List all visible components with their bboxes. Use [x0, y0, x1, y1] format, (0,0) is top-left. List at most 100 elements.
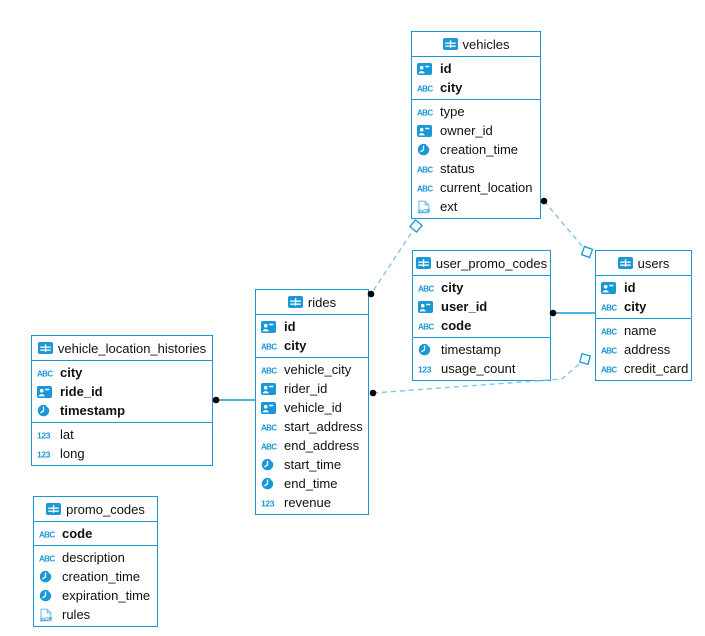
field-row-creation_time[interactable]: creation_time: [34, 567, 157, 586]
table-header-vehicle_location_histories[interactable]: vehicle_location_histories: [32, 336, 212, 361]
table-header-rides[interactable]: rides: [256, 290, 368, 315]
field-row-rider_id[interactable]: rider_id: [256, 379, 368, 398]
relationship-vehicles-users[interactable]: [543, 200, 588, 253]
field-row-id[interactable]: id: [256, 317, 368, 336]
field-row-start_time[interactable]: start_time: [256, 455, 368, 474]
field-name: vehicle_city: [284, 362, 352, 377]
table-header-users[interactable]: users: [596, 251, 691, 276]
field-row-user_id[interactable]: user_id: [413, 297, 550, 316]
field-name: city: [440, 80, 463, 95]
svg-text:ABC: ABC: [261, 423, 277, 432]
svg-text:ABC: ABC: [601, 346, 617, 355]
text-abc-icon: ABC: [418, 283, 436, 293]
field-row-expiration_time[interactable]: expiration_time: [34, 586, 157, 605]
json-icon: JSON: [417, 200, 435, 214]
field-name: current_location: [440, 180, 533, 195]
field-row-id[interactable]: id: [596, 278, 691, 297]
field-row-vehicle_id[interactable]: vehicle_id: [256, 398, 368, 417]
field-row-address[interactable]: ABC address: [596, 340, 691, 359]
field-name: owner_id: [440, 123, 493, 138]
user-id-icon: [37, 385, 55, 398]
text-abc-icon: ABC: [601, 302, 619, 312]
field-row-ride_id[interactable]: ride_id: [32, 382, 212, 401]
field-row-creation_time[interactable]: creation_time: [412, 140, 540, 159]
field-row-owner_id[interactable]: owner_id: [412, 121, 540, 140]
field-row-end_time[interactable]: end_time: [256, 474, 368, 493]
field-row-description[interactable]: ABC description: [34, 548, 157, 567]
field-name: revenue: [284, 495, 331, 510]
field-row-start_address[interactable]: ABC start_address: [256, 417, 368, 436]
field-row-revenue[interactable]: 123 revenue: [256, 493, 368, 512]
table-header-vehicles[interactable]: vehicles: [412, 32, 540, 57]
text-abc-icon: ABC: [261, 341, 279, 351]
text-abc-icon: ABC: [417, 107, 435, 117]
field-row-status[interactable]: ABC status: [412, 159, 540, 178]
svg-text:ABC: ABC: [261, 342, 277, 351]
number-123-icon: 123: [418, 364, 436, 373]
timestamp-icon: [418, 343, 436, 356]
svg-text:ABC: ABC: [418, 322, 434, 331]
table-header-promo_codes[interactable]: promo_codes: [34, 497, 157, 522]
field-row-current_location[interactable]: ABC current_location: [412, 178, 540, 197]
text-abc-icon: ABC: [39, 553, 57, 563]
field-name: code: [441, 318, 472, 333]
field-name: description: [62, 550, 125, 565]
table-header-user_promo_codes[interactable]: user_promo_codes: [413, 251, 550, 276]
svg-text:ABC: ABC: [261, 366, 277, 375]
number-123-icon: 123: [261, 498, 279, 507]
relationship-vehicles-rides[interactable]: [370, 225, 417, 295]
field-name: status: [440, 161, 475, 176]
text-abc-icon: ABC: [37, 368, 55, 378]
field-name: timestamp: [441, 342, 501, 357]
field-name: type: [440, 104, 465, 119]
field-name: id: [624, 280, 636, 295]
timestamp-icon: [39, 570, 57, 583]
svg-text:ABC: ABC: [417, 165, 433, 174]
field-name: vehicle_id: [284, 400, 342, 415]
svg-text:ABC: ABC: [417, 184, 433, 193]
field-row-code[interactable]: ABC code: [413, 316, 550, 335]
field-row-vehicle_city[interactable]: ABC vehicle_city: [256, 360, 368, 379]
field-row-timestamp[interactable]: timestamp: [32, 401, 212, 420]
field-name: start_address: [284, 419, 363, 434]
svg-text:ABC: ABC: [39, 530, 55, 539]
user-id-icon: [418, 300, 436, 313]
field-name: end_time: [284, 476, 338, 491]
field-name: address: [624, 342, 671, 357]
table-title: promo_codes: [66, 501, 145, 517]
field-row-id[interactable]: id: [412, 59, 540, 78]
field-row-timestamp[interactable]: timestamp: [413, 340, 550, 359]
table-title: rides: [307, 294, 337, 310]
table-title: vehicles: [462, 36, 510, 52]
relationship-rides-users[interactable]: [372, 358, 586, 394]
text-abc-icon: ABC: [261, 441, 279, 451]
field-name: expiration_time: [62, 588, 151, 603]
field-row-type[interactable]: ABC type: [412, 102, 540, 121]
